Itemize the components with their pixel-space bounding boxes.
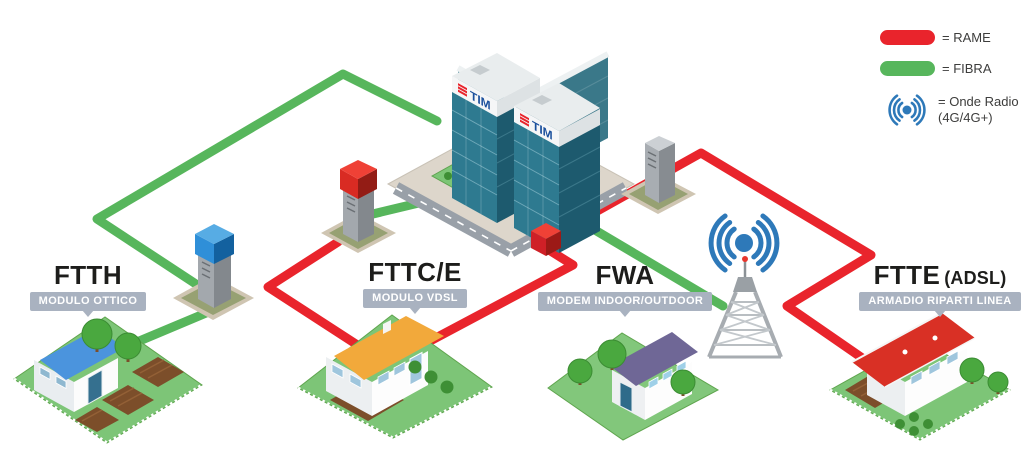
fwa-title: FWA <box>595 260 655 290</box>
radio-waves-icon <box>708 213 780 273</box>
legend-row-radio: = Onde Radio (4G/4G+) <box>880 88 1024 132</box>
radio-tower <box>707 256 783 359</box>
ftte-badge: ARMADIO RIPARTI LINEA <box>859 292 1021 317</box>
fibra-line-ftth-cabinet <box>92 69 442 295</box>
antenna-tip <box>742 256 748 262</box>
ftte-trees <box>959 357 1009 394</box>
ftth-badge: MODULO OTTICO <box>29 292 147 317</box>
ftth-fence <box>13 377 203 445</box>
section-fttc: FTTC/E MODULO VDSL <box>330 257 500 314</box>
fwa-trees <box>567 339 696 396</box>
ftte-bushes <box>895 412 933 436</box>
ftte-house-front-wall <box>905 348 967 416</box>
fibra-line-fwa-tower <box>573 215 728 311</box>
section-ftte: FTTE(ADSL) ARMADIO RIPARTI LINEA <box>855 260 1024 317</box>
fttc-chimney <box>383 320 391 334</box>
fttc-bushes <box>408 360 454 394</box>
lawn-bush <box>444 172 452 180</box>
ftte-house-roof <box>852 313 975 387</box>
roof-window <box>902 349 908 355</box>
roof-window <box>932 335 938 341</box>
section-ftth: FTTH MODULO OTTICO <box>8 260 168 317</box>
fttc-badge: MODULO VDSL <box>363 289 467 314</box>
radio-label-line2: (4G/4G+) <box>938 110 993 125</box>
ftte-cabinet <box>621 136 696 214</box>
fwa-house <box>547 332 720 441</box>
ftte-title-suffix: (ADSL) <box>944 268 1007 288</box>
fttc-cabinet <box>321 160 396 253</box>
radio-label-line1: = Onde Radio <box>938 94 1019 109</box>
fibra-label: = FIBRA <box>942 61 992 76</box>
ftth-house-door <box>87 369 103 405</box>
rame-label: = RAME <box>942 30 991 45</box>
ftth-house <box>13 316 203 445</box>
rame-color-swatch <box>880 30 935 45</box>
section-fwa: FWA MODEM INDOOR/OUTDOOR <box>535 260 715 317</box>
tim-building: TIM TIM <box>386 51 636 257</box>
ftte-title: FTTE <box>873 260 941 290</box>
ftth-cabinet <box>173 224 254 320</box>
legend: = RAME = FIBRA = Onde Radio (4G/4G+) <box>880 30 1024 132</box>
rame-line-fttc-cabinet-house <box>263 237 367 353</box>
legend-row-fibra: = FIBRA <box>880 61 1024 76</box>
ftth-title: FTTH <box>53 260 123 290</box>
building-tower-b: TIM <box>513 83 601 253</box>
ftte-fence <box>829 388 1011 442</box>
fwa-badge: MODEM INDOOR/OUTDOOR <box>537 292 713 317</box>
ftth-trees <box>81 318 142 362</box>
radio-waves-legend-icon <box>888 94 926 126</box>
rame-line-exchange-house <box>427 245 578 345</box>
ftth-garden <box>75 357 184 432</box>
road-sw <box>392 182 515 257</box>
fttc-house <box>297 314 493 440</box>
fibra-color-swatch <box>880 61 935 76</box>
ftte-house <box>828 312 1012 442</box>
legend-row-rame: = RAME <box>880 30 1024 45</box>
exchange-copper-cube <box>531 223 561 256</box>
fttc-fence <box>297 385 493 440</box>
fwa-house-roof <box>610 332 698 386</box>
fttc-house-roof <box>334 316 444 380</box>
fwa-house-door <box>619 381 633 413</box>
fttc-title: FTTC/E <box>368 257 462 287</box>
